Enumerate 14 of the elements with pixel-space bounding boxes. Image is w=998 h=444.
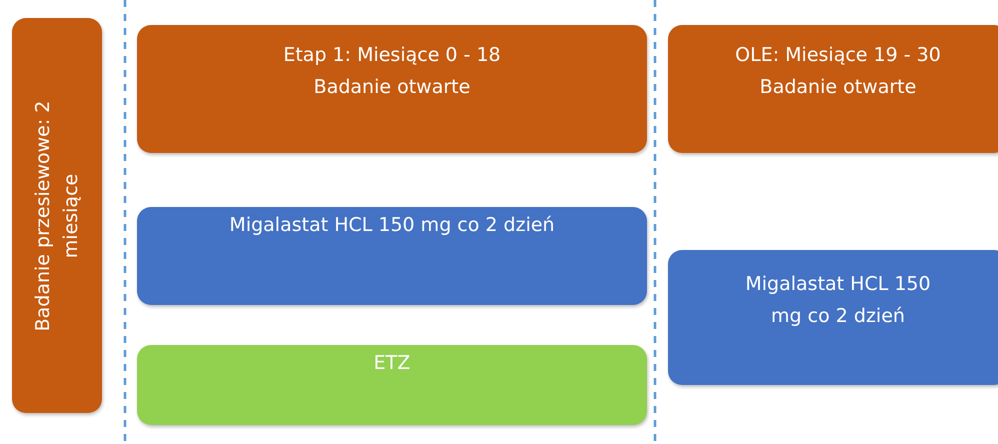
box-title: Migalastat HCL 150 mg co 2 dzień <box>228 213 556 238</box>
box-title: Migalastat HCL 150 mg co 2 dzień <box>744 272 932 329</box>
box-title: OLE: Miesiące 19 - 30 <box>734 43 942 68</box>
box-title: Badanie przesiewowe: 2 miesiące <box>31 99 83 333</box>
box-subtitle: Badanie otwarte <box>758 75 918 100</box>
treatment-box <box>137 207 647 305</box>
box-subtitle: Badanie otwarte <box>312 75 472 100</box>
screening-bar <box>12 18 102 413</box>
box-title: Etap 1: Miesiące 0 - 18 <box>282 43 502 68</box>
phase-box <box>668 25 998 153</box>
treatment-box <box>137 345 647 425</box>
box-title: ETZ <box>372 351 412 376</box>
treatment-box <box>668 250 998 385</box>
phase-box <box>137 25 647 153</box>
